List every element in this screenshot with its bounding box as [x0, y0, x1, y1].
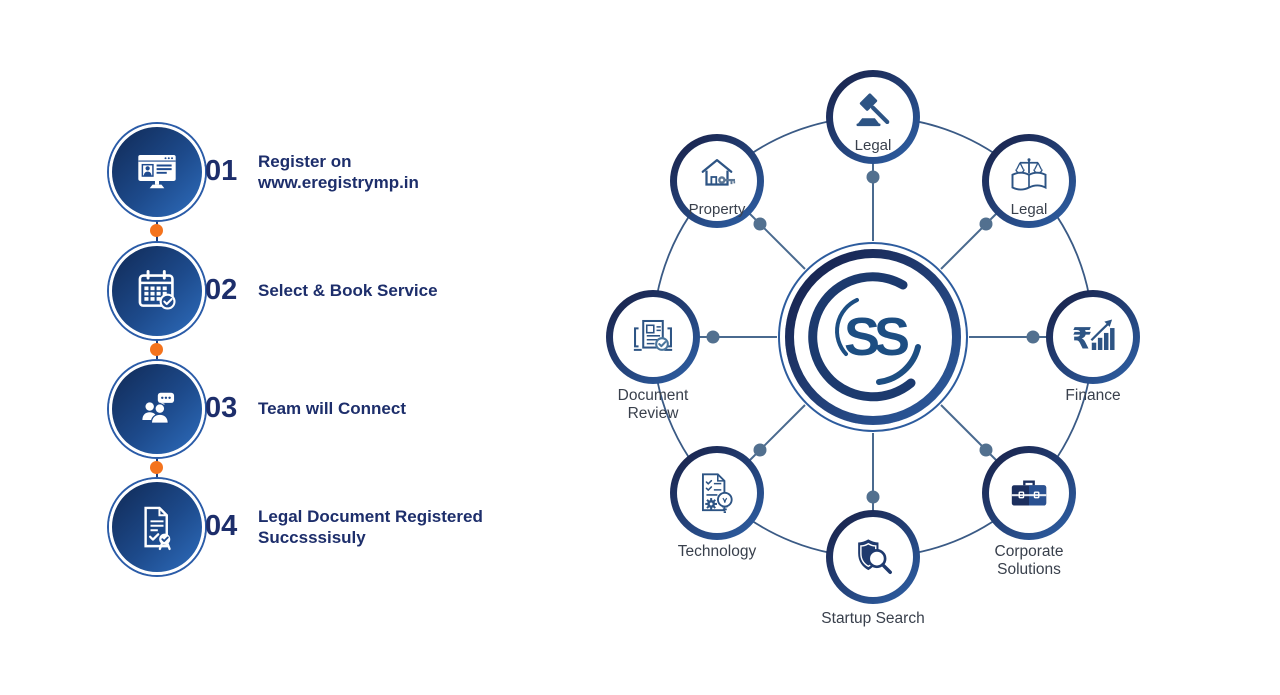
- step-4-number: 04: [205, 510, 238, 542]
- step-2-circle: [109, 243, 205, 339]
- hub-node-technology: [670, 446, 764, 540]
- step-1-text: Register on www.eregistrymp.in: [258, 151, 419, 194]
- hub-node-label: Legal: [854, 137, 892, 154]
- house-key-icon: [701, 159, 736, 186]
- document-registered-icon: [144, 506, 171, 551]
- hub-node-circle: Property: [677, 141, 757, 221]
- law-book-scales-icon: [1011, 158, 1047, 191]
- hub-node-finance: ₹: [1046, 290, 1140, 384]
- hub-node-circle: [613, 297, 693, 377]
- logo-text: SS: [843, 307, 910, 367]
- hub-node-circle: [833, 517, 913, 597]
- hub-node-label-technology: Technology: [677, 543, 757, 560]
- step-1-text-line1: Register on: [258, 152, 352, 171]
- hub-node-circle: Legal: [989, 141, 1069, 221]
- hub-node-label-corporate-solutions: Corporate Solutions: [994, 543, 1064, 578]
- hub-node-legal-book: Legal: [982, 134, 1076, 228]
- hub-node-document-review: [606, 290, 700, 384]
- step-1-number: 01: [205, 155, 238, 187]
- monitor-register-icon: [138, 154, 176, 189]
- hub-node-circle: Legal: [833, 77, 913, 157]
- shield-search-icon: [858, 539, 892, 574]
- logo-swoosh-icon: [808, 272, 921, 402]
- timeline-dot: [150, 224, 163, 237]
- document-review-icon: [633, 319, 673, 351]
- hub-node-label: Legal: [1010, 201, 1048, 218]
- briefcase-icon: [1011, 480, 1047, 506]
- step-3-circle: [109, 361, 205, 457]
- step-4-text: Legal Document Registered Succsssisuly: [258, 506, 483, 549]
- step-4-text-line2: Succsssisuly: [258, 528, 366, 548]
- hub-node-label-startup-search: Startup Search: [821, 610, 925, 627]
- hub-node-label-finance: Finance: [1065, 387, 1121, 404]
- hub-node-corporate-solutions: [982, 446, 1076, 540]
- calendar-booking-icon: [138, 270, 176, 310]
- svg-text:₹: ₹: [1072, 321, 1092, 355]
- hub-center-inner: SS: [794, 258, 952, 416]
- hub-node-legal-gavel: Legal: [826, 70, 920, 164]
- step-4-text-line1: Legal Document Registered: [258, 507, 483, 526]
- rupee-growth-icon: ₹: [1072, 319, 1115, 355]
- timeline-dot: [150, 343, 163, 356]
- step-1-text-line2: www.eregistrymp.in: [258, 173, 419, 193]
- hub-node-label-document-review: Document Review: [617, 387, 689, 422]
- timeline-dot: [150, 461, 163, 474]
- step-2-text-line1: Select & Book Service: [258, 281, 438, 300]
- step-3-text-line1: Team will Connect: [258, 399, 406, 418]
- hub-node-circle: ₹: [1053, 297, 1133, 377]
- step-3-text: Team will Connect: [258, 398, 406, 419]
- step-3-number: 03: [205, 392, 238, 424]
- step-4-circle: [109, 479, 205, 575]
- hub-node-circle: [989, 453, 1069, 533]
- step-1-circle: [109, 124, 205, 220]
- hub-node-circle: [677, 453, 757, 533]
- hub-node-property: Property: [670, 134, 764, 228]
- gavel-icon: [856, 93, 890, 127]
- step-2-number: 02: [205, 274, 238, 306]
- step-2-text: Select & Book Service: [258, 280, 438, 301]
- document-idea-gear-icon: [702, 473, 733, 513]
- team-connect-icon: [142, 392, 175, 424]
- hub-center: SS: [785, 249, 961, 425]
- hub-node-startup-search: [826, 510, 920, 604]
- hub-node-label: Property: [688, 201, 746, 218]
